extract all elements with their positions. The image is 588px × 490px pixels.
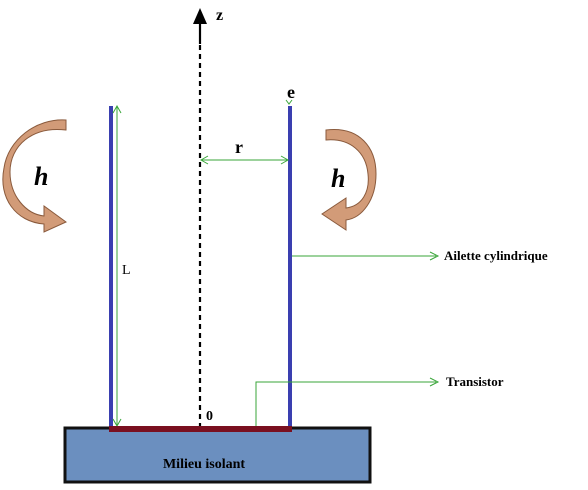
insulating-base [63,426,372,484]
transistor-leader-line [255,381,436,428]
thickness-mark [285,99,293,105]
z-axis-label: z [216,7,223,24]
convection-arrow-right: h [321,129,377,231]
transistor-leader-tip [429,377,440,387]
fin-wall-right [288,106,292,430]
fin-wall-left [109,106,113,430]
origin-label: 0 [206,409,213,424]
transistor-label: Transistor [446,374,504,389]
base-label: Milieu isolant [163,457,245,472]
transistor-plate [109,426,292,432]
thickness-label: e [287,82,295,102]
radius-dimension-tip-left [199,155,209,165]
fin-label: Ailette cylindrique [444,248,548,263]
radius-dimension-tip-right [280,155,290,165]
fin-leader-tip [429,251,440,261]
z-axis-arrowhead [193,8,207,24]
h-label-left: h [34,162,48,191]
h-label-right: h [331,164,345,193]
length-label: L [122,263,131,278]
radius-label: r [235,137,243,157]
length-dimension-tip-top [112,104,122,114]
convection-arrow-left: h [2,119,67,233]
